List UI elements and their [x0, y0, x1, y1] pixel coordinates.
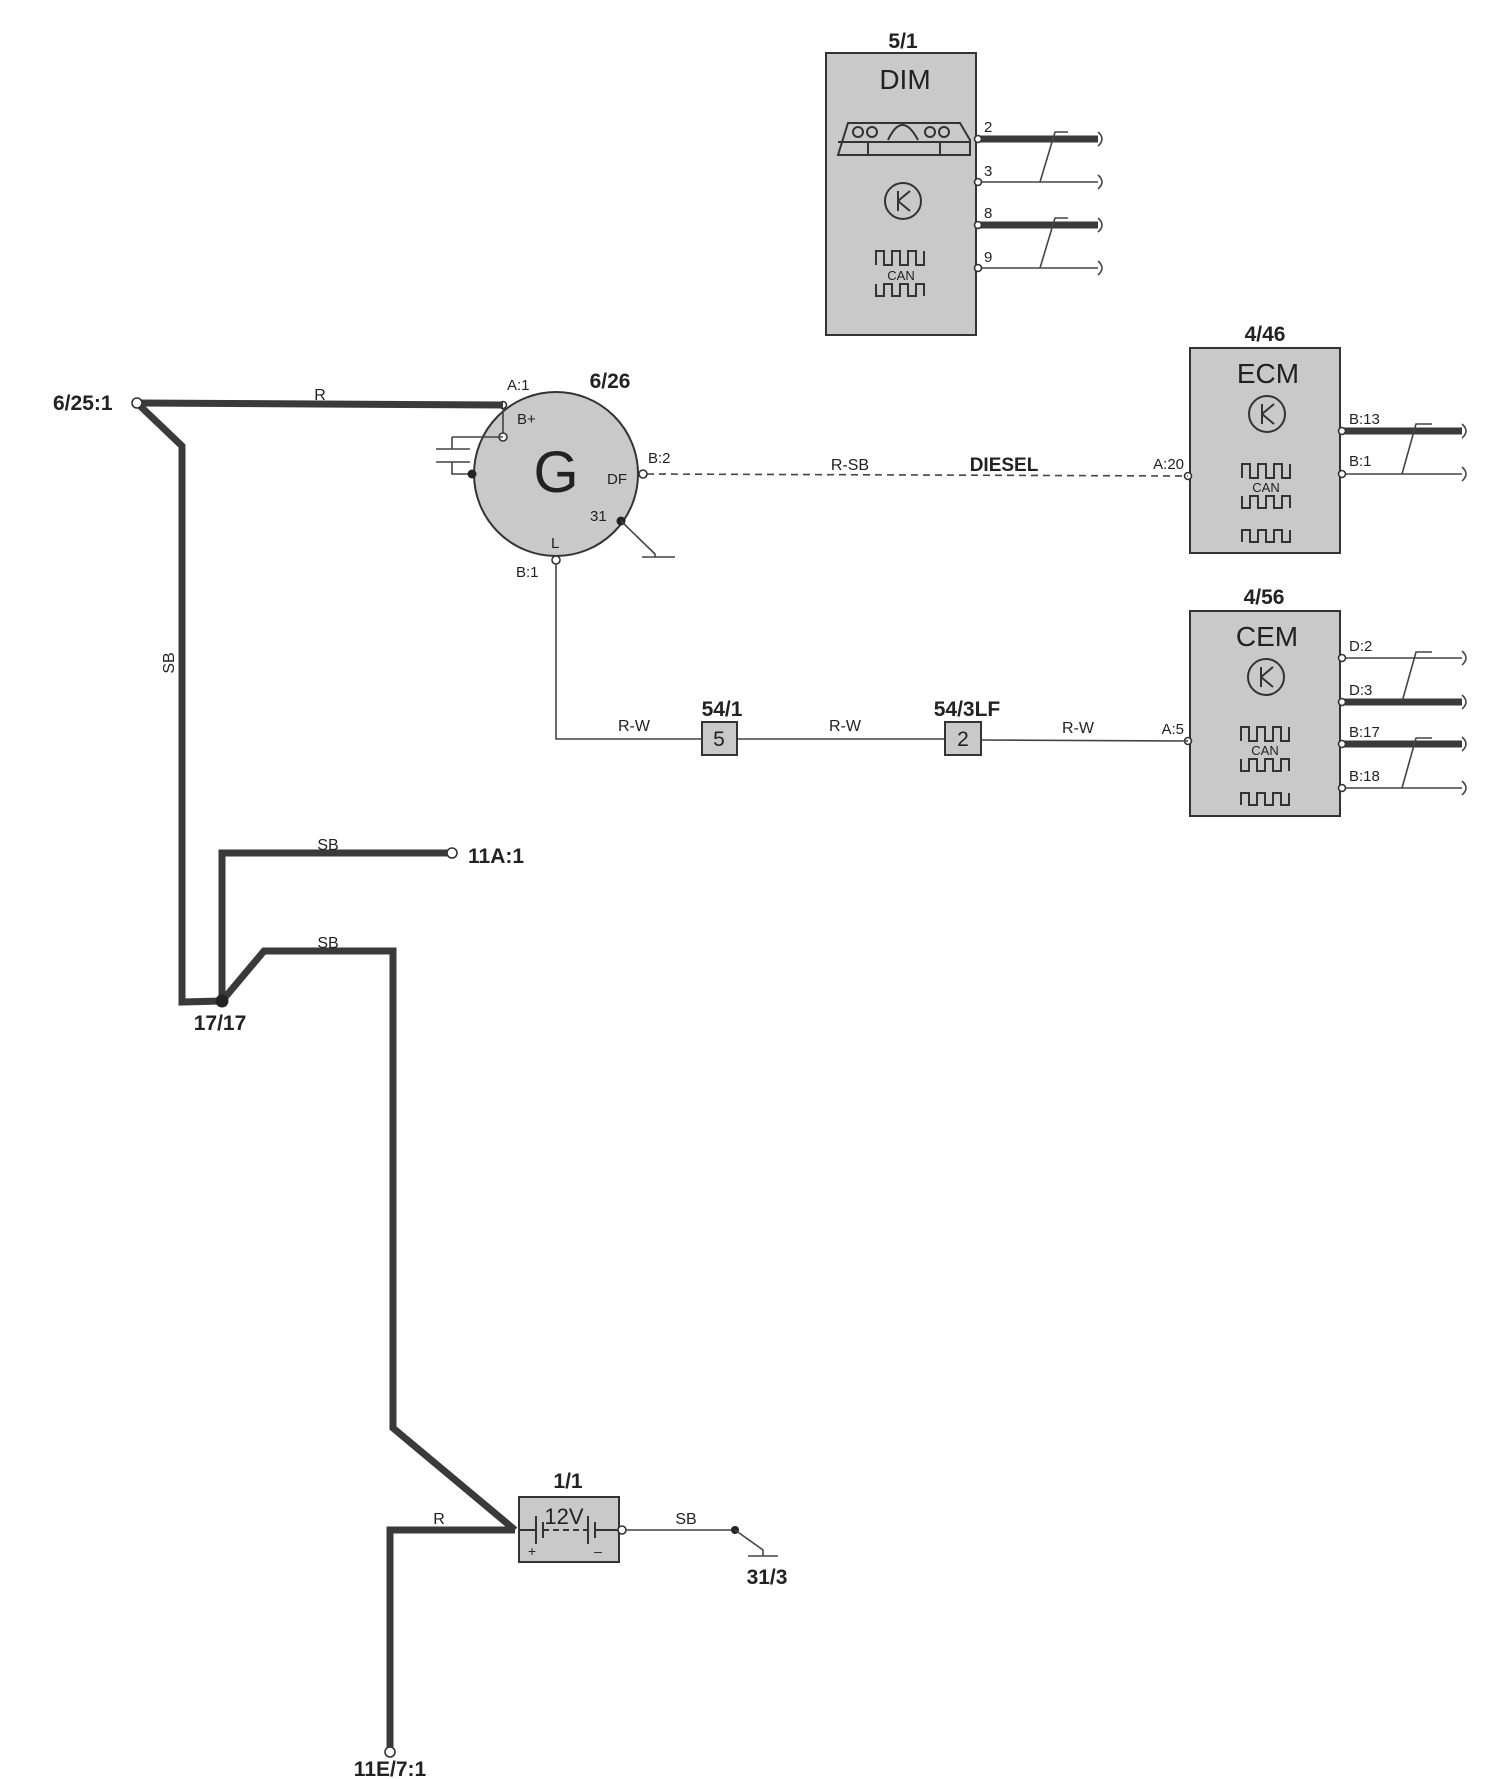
gen-terminal-31: 31	[590, 508, 607, 525]
dim-pin-2: 2	[984, 119, 992, 136]
cem-module: 4/56 CEM CAN D:2 D:3 B:17 B:18 A:5	[1161, 586, 1467, 817]
cem-pin-b18: B:18	[1349, 768, 1380, 785]
instrument-cluster-icon	[836, 122, 971, 156]
can-bus-icon: CAN	[875, 250, 925, 297]
connector-54-3lf-box	[944, 721, 982, 756]
connector-54-3lf: 54/3LF 2	[934, 698, 1001, 756]
cem-pin-d2: D:2	[1349, 638, 1372, 655]
transistor-icon	[1247, 658, 1285, 696]
connection-11e-7-1: 11E/7:1	[354, 1758, 427, 1779]
ecm-id: 4/46	[1245, 323, 1286, 346]
ecm-pin-a20: A:20	[1153, 456, 1184, 473]
generator-id: 6/26	[590, 370, 631, 393]
wire-r-sb: R-SB	[831, 457, 869, 474]
battery-voltage: 12V	[544, 1504, 583, 1529]
battery-id: 1/1	[553, 1470, 583, 1493]
gen-terminal-b1: B:1	[516, 564, 539, 581]
wire-sb-ground: SB	[675, 1511, 696, 1528]
ecm-can-label: CAN	[1252, 480, 1279, 495]
battery-cells-icon	[519, 1516, 619, 1544]
can-bus-icon: CAN	[1240, 726, 1290, 772]
wire-rw-3: R-W	[1062, 720, 1095, 737]
ecm-name: ECM	[1237, 358, 1299, 389]
ecm-pin-b13: B:13	[1349, 411, 1380, 428]
wire-sb-battery: SB	[317, 935, 338, 952]
connector-54-1-box	[701, 721, 738, 756]
connector-54-1-pin: 5	[713, 728, 725, 751]
wire-r-battery: R	[433, 1511, 445, 1528]
gen-terminal-a1: A:1	[507, 377, 530, 394]
wire-sb-11a: SB	[317, 837, 338, 854]
connector-54-3lf-pin: 2	[957, 728, 969, 751]
cem-pin-b17: B:17	[1349, 724, 1380, 741]
connection-11e-7-1-terminal	[384, 1746, 396, 1758]
connection-points: 6/25:1 11A:1 17/17 31/3 11E/7:1	[53, 392, 787, 1779]
transistor-icon	[884, 182, 922, 220]
dim-name: DIM	[879, 64, 930, 95]
connection-17-17: 17/17	[194, 1012, 247, 1035]
pulse-signal-icon	[1240, 792, 1290, 806]
cem-id: 4/56	[1244, 586, 1285, 609]
splice-17-17	[215, 994, 229, 1008]
can-bus-icon: CAN	[1241, 463, 1291, 509]
battery-minus: –	[594, 1543, 602, 1559]
dim-can-label: CAN	[887, 268, 914, 283]
connection-11a-1: 11A:1	[468, 845, 524, 868]
ecm-box	[1189, 347, 1341, 554]
cem-box	[1189, 610, 1341, 817]
dim-pin-9: 9	[984, 249, 992, 266]
cem-name: CEM	[1236, 621, 1298, 652]
connector-54-1: 54/1 5	[701, 698, 743, 756]
dim-module: 5/1 DIM CAN 2 3 8	[825, 30, 1103, 336]
gen-terminal-bplus: B+	[517, 411, 536, 428]
wire-rw-2: R-W	[829, 718, 862, 735]
wire-sb-main: SB	[161, 652, 178, 673]
generator-symbol: G	[533, 440, 578, 505]
transistor-icon	[1248, 395, 1286, 433]
dim-pin-3: 3	[984, 163, 992, 180]
wire-rw-1: R-W	[618, 718, 651, 735]
gen-terminal-df: DF	[607, 471, 627, 488]
connection-6-25-1-terminal	[131, 397, 143, 409]
connector-54-3lf-id: 54/3LF	[934, 698, 1001, 721]
wire-r-generator: R	[314, 387, 326, 404]
gen-terminal-l: L	[551, 535, 559, 552]
pulse-signal-icon	[1241, 529, 1291, 543]
wiring: R SB SB SB R R-SB DIESEL R-W R-W R-W SB	[134, 387, 1189, 1752]
ecm-module: 4/46 ECM CAN B:13 B:1 A:20	[1153, 323, 1467, 554]
dim-id: 5/1	[888, 30, 918, 53]
generator: 6/26 G A:1 B+ B:2 DF 31 L B:1	[436, 370, 675, 581]
cem-pin-d3: D:3	[1349, 682, 1372, 699]
connector-54-1-id: 54/1	[702, 698, 743, 721]
cem-can-label: CAN	[1251, 743, 1278, 758]
dim-pin-8: 8	[984, 205, 992, 222]
ecm-pin-b1: B:1	[1349, 453, 1372, 470]
gen-terminal-b2: B:2	[648, 450, 671, 467]
cem-pin-a5: A:5	[1161, 721, 1184, 738]
connection-11a-1-terminal	[446, 847, 458, 859]
battery: 1/1 12V + –	[518, 1470, 627, 1563]
connection-6-25-1: 6/25:1	[53, 392, 113, 415]
connection-31-3: 31/3	[747, 1566, 788, 1589]
diesel-note: DIESEL	[970, 455, 1039, 476]
battery-plus: +	[528, 1543, 536, 1559]
